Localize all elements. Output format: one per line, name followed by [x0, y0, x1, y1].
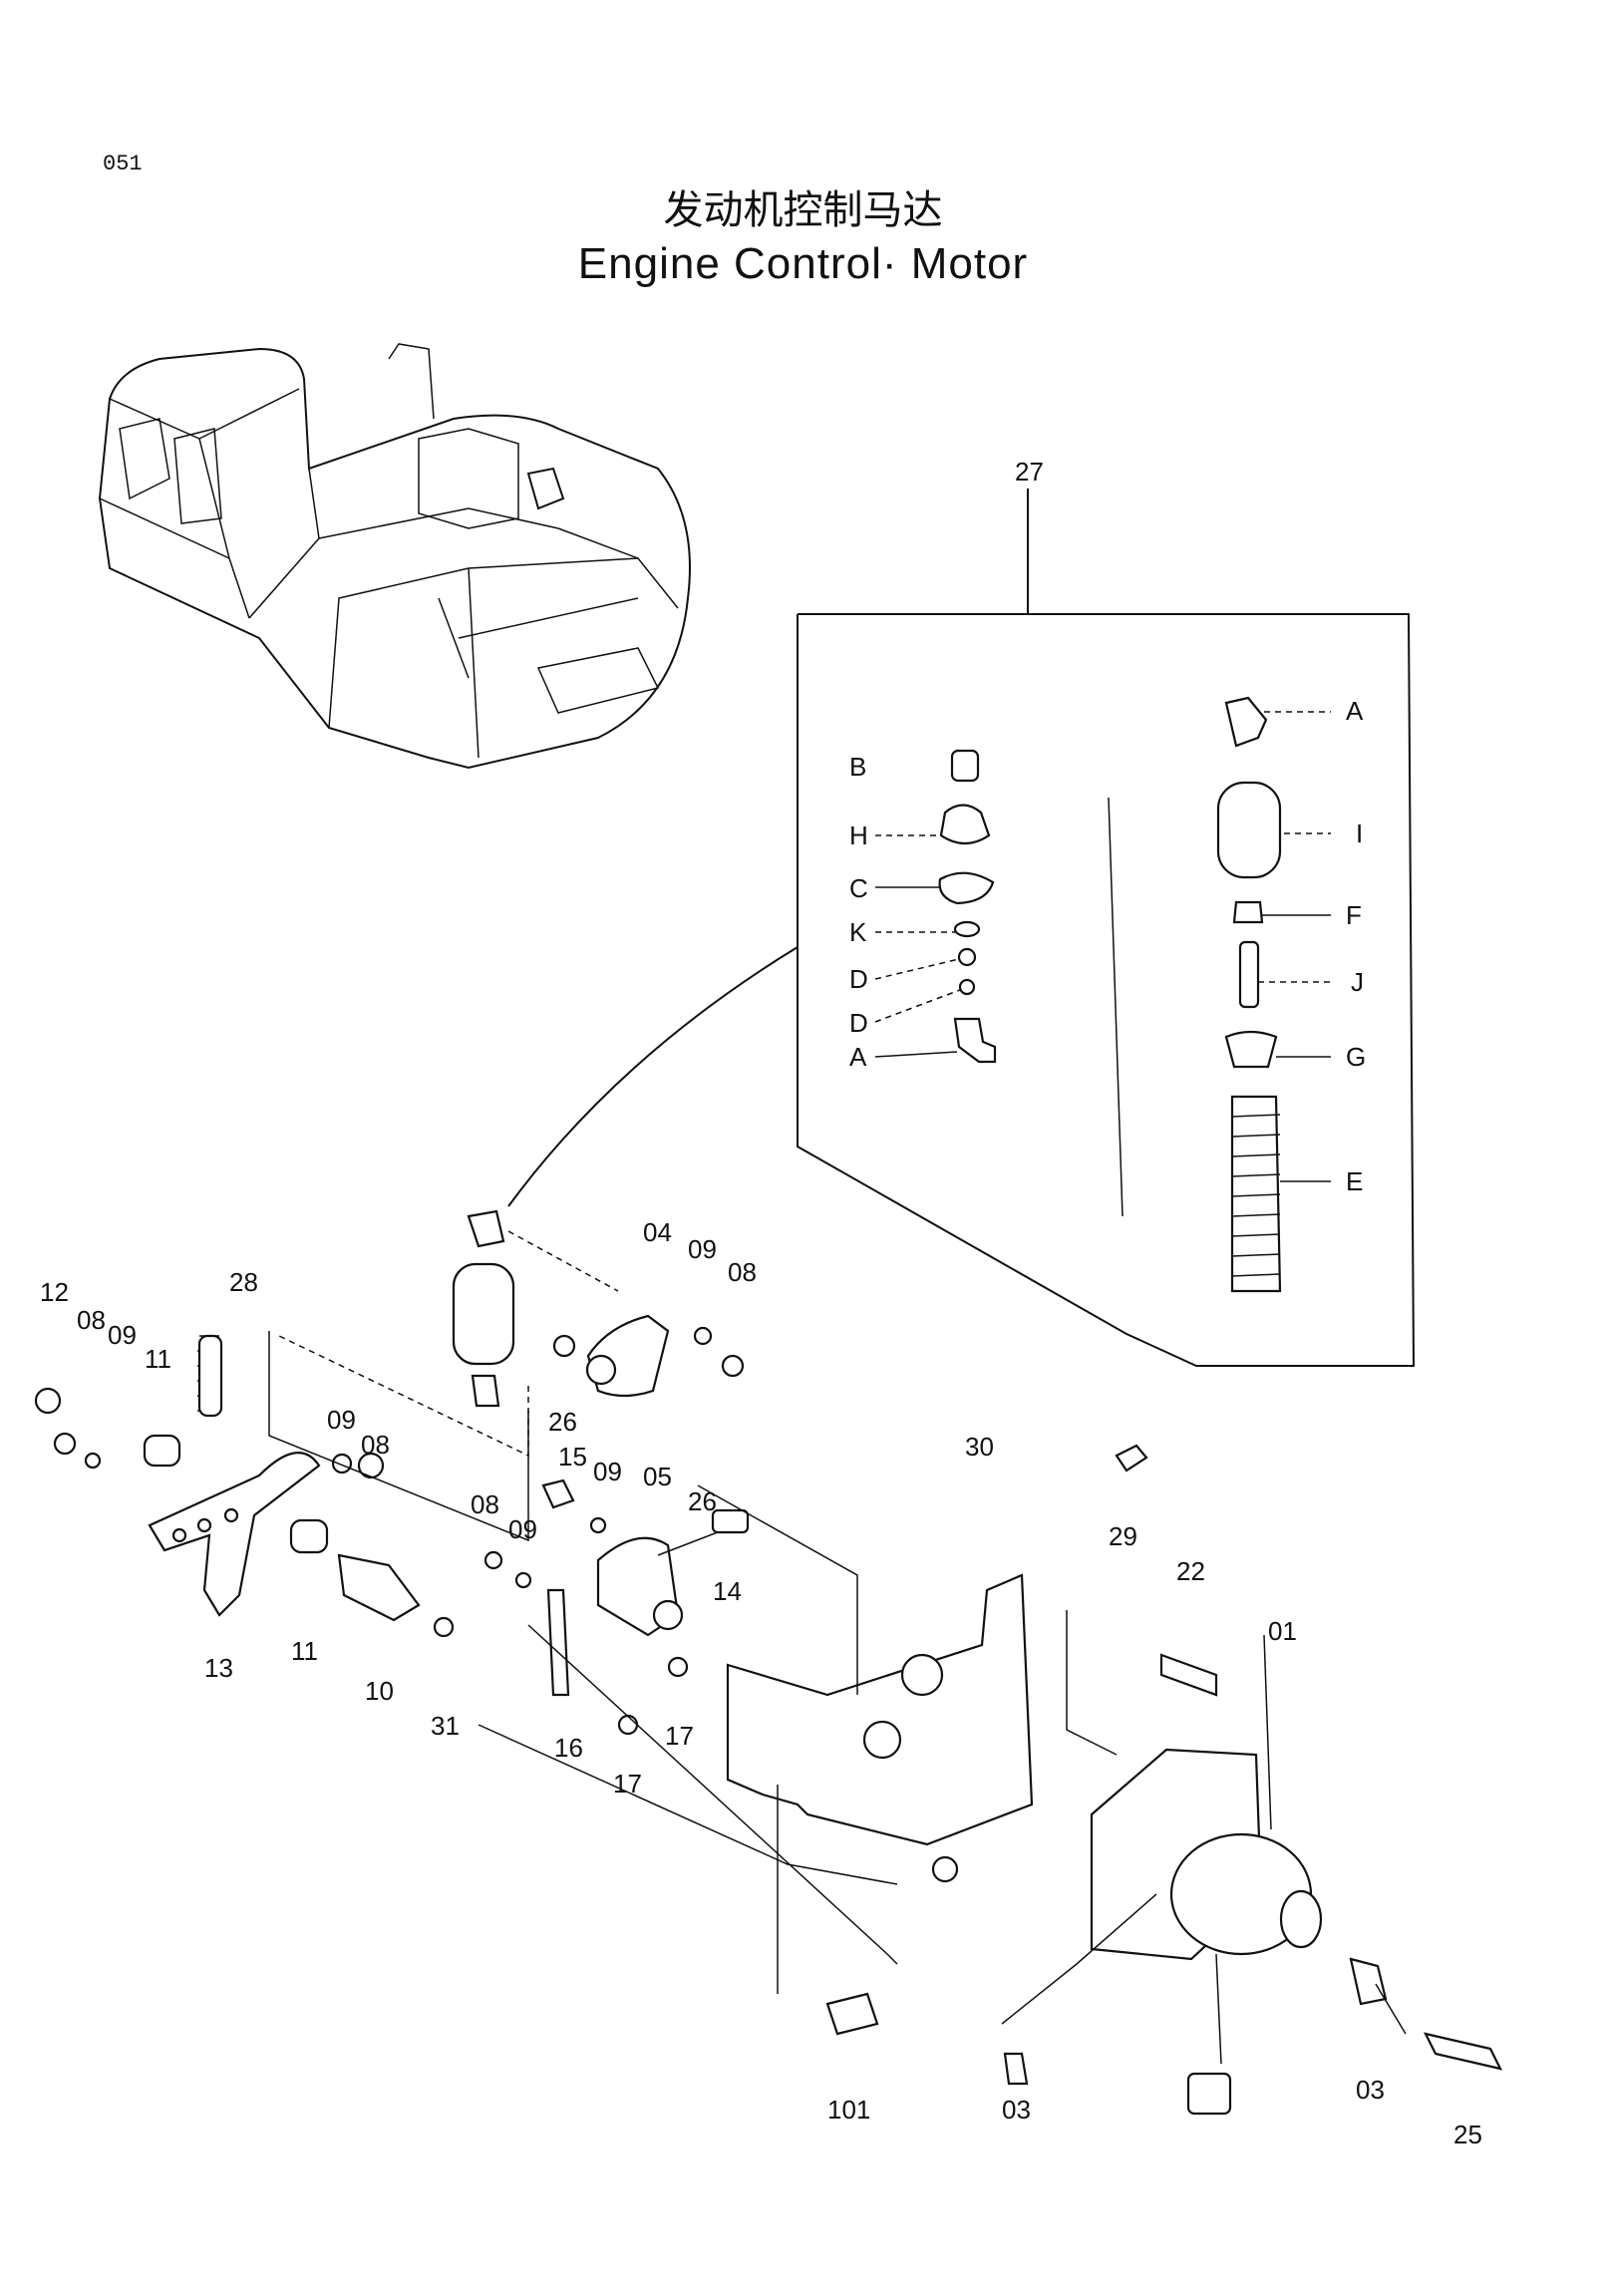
callout-sub-E: E [1346, 1166, 1363, 1196]
page-number: 051 [103, 152, 143, 176]
callout-sub-A-2: A [849, 1042, 867, 1072]
callout-28: 28 [229, 1267, 258, 1297]
callout-14: 14 [713, 1576, 742, 1606]
callout-04: 04 [643, 1217, 672, 1247]
callout-13: 13 [204, 1653, 233, 1683]
callout-sub-G: G [1346, 1042, 1366, 1072]
callout-16: 16 [554, 1733, 583, 1763]
callout-11: 11 [145, 1344, 171, 1374]
title-chinese: 发动机控制马达 [663, 187, 943, 233]
callout-08-4: 08 [471, 1489, 499, 1519]
callout-sub-B: B [849, 752, 866, 782]
callout-12: 12 [40, 1277, 69, 1307]
callout-09-3: 09 [327, 1405, 356, 1435]
callout-sub-D-2: D [849, 1008, 868, 1038]
callout-03-2: 03 [1356, 2075, 1385, 2105]
callout-17: 17 [665, 1721, 694, 1751]
callout-01: 01 [1268, 1616, 1297, 1646]
callout-09-5: 09 [508, 1514, 537, 1544]
callout-sub-F: F [1346, 900, 1362, 930]
assembly-27-frame [507, 489, 1416, 1367]
callout-sub-A: A [1346, 696, 1364, 726]
callout-08-3: 08 [361, 1430, 390, 1460]
callout-26: 26 [548, 1407, 577, 1437]
callout-30: 30 [965, 1432, 994, 1462]
callout-26-2: 26 [688, 1486, 717, 1516]
main-mechanism [34, 1209, 1503, 2116]
callout-08-2: 08 [77, 1305, 106, 1335]
callout-27: 27 [1015, 457, 1044, 487]
callout-29: 29 [1109, 1521, 1137, 1551]
callout-09: 09 [688, 1234, 717, 1264]
callout-sub-K: K [849, 917, 867, 947]
callout-03: 03 [1002, 2095, 1031, 2125]
excavator-illustration [98, 343, 691, 770]
callout-101: 101 [827, 2095, 870, 2125]
callout-10: 10 [365, 1676, 394, 1706]
callout-09-2: 09 [108, 1320, 137, 1350]
callout-sub-I: I [1356, 819, 1363, 848]
callout-sub-J: J [1351, 967, 1364, 997]
callout-09-4: 09 [593, 1457, 622, 1486]
callout-22: 22 [1176, 1556, 1205, 1586]
callout-31: 31 [431, 1711, 460, 1741]
callout-sub-H: H [849, 820, 868, 850]
callout-15: 15 [558, 1442, 587, 1472]
title-english: Engine Control· Motor [577, 239, 1029, 288]
callout-labels: 27 A I F J G E B H C K D D A 04 09 08 12… [40, 457, 1482, 2149]
callout-08: 08 [728, 1257, 757, 1287]
callout-sub-C: C [849, 873, 868, 903]
callout-17-2: 17 [613, 1769, 642, 1799]
callout-05: 05 [643, 1462, 672, 1491]
callout-sub-D: D [849, 964, 868, 994]
callout-25: 25 [1453, 2120, 1482, 2149]
callout-11-2: 11 [291, 1636, 318, 1666]
assembly-27-parts [938, 696, 1282, 1293]
